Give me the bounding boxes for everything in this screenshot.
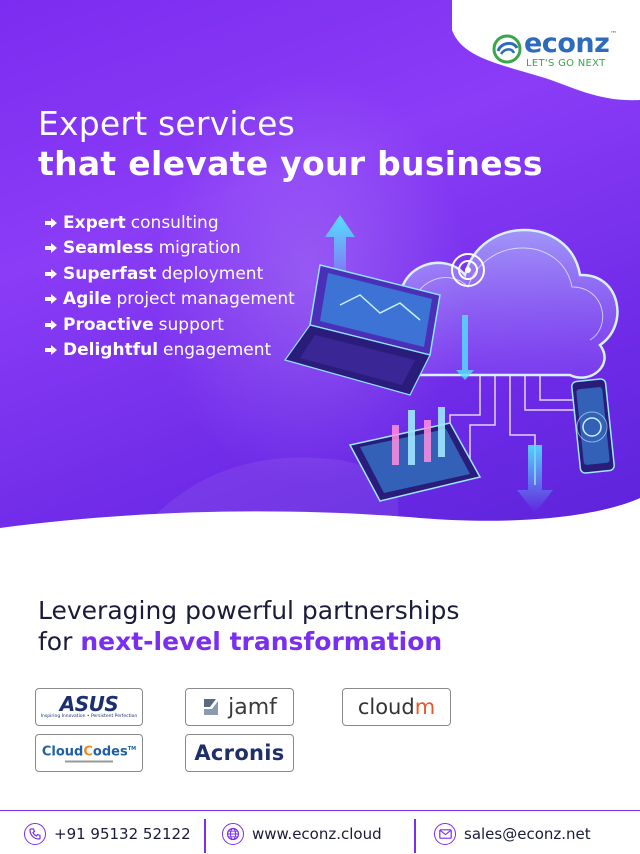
arrow-right-icon	[45, 268, 57, 279]
feature-text: deployment	[161, 263, 264, 284]
partners-heading-prefix: for	[38, 627, 81, 656]
cloudcodes-wordmark: CloudCodesTM	[42, 742, 136, 759]
partner-logo-cloudcodes[interactable]: CloudCodesTM	[35, 734, 143, 772]
footer-divider	[204, 819, 206, 853]
partner-logo-acronis[interactable]: Acronis	[185, 734, 294, 772]
feature-bold: Superfast	[63, 263, 157, 284]
partners-heading: Leveraging powerful partnerships for nex…	[38, 595, 459, 657]
partners-heading-line-2: for next-level transformation	[38, 626, 459, 657]
feature-item: Seamless migration	[44, 236, 295, 262]
feature-item: Superfast deployment	[44, 261, 295, 287]
partners-heading-highlight: next-level transformation	[80, 627, 443, 656]
contact-footer: +91 95132 52122 www.econz.cloud sales@ec…	[0, 810, 640, 854]
headline-line-2: that elevate your business	[38, 144, 543, 183]
cloudm-suffix: m	[414, 695, 436, 719]
feature-bold: Seamless	[63, 238, 154, 259]
arrow-right-icon	[45, 243, 57, 254]
logo-tagline: LET'S GO NEXT	[526, 58, 606, 69]
hero-curve	[0, 498, 640, 560]
arrow-right-icon	[45, 217, 57, 228]
feature-text: engagement	[163, 340, 272, 361]
cloudm-wordmark: cloudm	[358, 695, 435, 719]
contact-email[interactable]: sales@econz.net	[434, 823, 591, 845]
mail-icon	[434, 823, 456, 845]
feature-item: Proactive support	[44, 312, 295, 338]
jamf-wordmark: jamf	[228, 694, 277, 720]
website-url: www.econz.cloud	[252, 825, 382, 843]
download-arrow-icon	[517, 445, 553, 513]
cloudcodes-c: C	[83, 744, 93, 760]
partner-logo-asus[interactable]: ASUS Inspiring Innovation • Persistent P…	[35, 688, 143, 726]
phone-icon	[24, 823, 46, 845]
logo-wordmark: econz	[524, 28, 610, 59]
arrow-right-icon	[45, 319, 57, 330]
phone-number: +91 95132 52122	[54, 825, 191, 843]
feature-text: project management	[116, 289, 295, 310]
hero-banner: econz ™ LET'S GO NEXT Expert services th…	[0, 0, 640, 560]
footer-divider	[414, 819, 416, 853]
headline-line-1: Expert services	[38, 104, 296, 143]
partner-logo-jamf[interactable]: jamf	[185, 688, 294, 726]
feature-item: Agile project management	[44, 287, 295, 313]
cloudcodes-tm: TM	[127, 745, 137, 752]
partners-heading-line-1: Leveraging powerful partnerships	[38, 596, 460, 625]
feature-text: support	[158, 314, 224, 335]
download-arrow-small-icon	[456, 315, 474, 380]
cloudm-prefix: cloud	[357, 695, 415, 719]
feature-bold: Proactive	[63, 314, 154, 335]
hero-headline: Expert services that elevate your busine…	[38, 104, 543, 184]
partner-logo-cloudm[interactable]: cloudm	[342, 688, 451, 726]
tablet-icon	[348, 407, 482, 502]
logo-background-shape	[452, 0, 640, 101]
email-address: sales@econz.net	[464, 825, 591, 843]
arrow-right-icon	[45, 294, 57, 305]
cloudcodes-tagline-shape	[65, 760, 113, 763]
contact-website[interactable]: www.econz.cloud	[222, 823, 382, 845]
arrow-right-icon	[45, 345, 57, 356]
upload-arrow-icon	[325, 215, 355, 295]
laptop-icon	[284, 264, 441, 396]
econz-swirl-icon	[492, 34, 522, 64]
background-hand-shape	[150, 457, 398, 530]
feature-item: Delightful engagement	[44, 338, 295, 364]
logo-trademark: ™	[610, 30, 617, 38]
feature-bold: Agile	[63, 289, 112, 310]
cloudcodes-rest: odes	[92, 744, 128, 760]
asus-tagline: Inspiring Innovation • Persistent Perfec…	[40, 714, 138, 719]
feature-bold: Delightful	[63, 340, 159, 361]
jamf-icon	[204, 699, 219, 715]
acronis-wordmark: Acronis	[194, 741, 285, 765]
feature-bold: Expert	[63, 212, 126, 233]
feature-list: Expert consulting Seamless migration Sup…	[44, 210, 295, 363]
smartphone-icon	[571, 378, 615, 474]
cloudcodes-prefix: Cloud	[41, 744, 84, 760]
contact-phone[interactable]: +91 95132 52122	[24, 823, 191, 845]
feature-item: Expert consulting	[44, 210, 295, 236]
asus-wordmark: ASUS	[59, 692, 119, 716]
feature-text: migration	[158, 238, 241, 259]
feature-text: consulting	[130, 212, 219, 233]
globe-icon	[222, 823, 244, 845]
cloud-devices-illustration	[284, 215, 619, 513]
econz-logo[interactable]: econz ™ LET'S GO NEXT	[492, 28, 622, 74]
